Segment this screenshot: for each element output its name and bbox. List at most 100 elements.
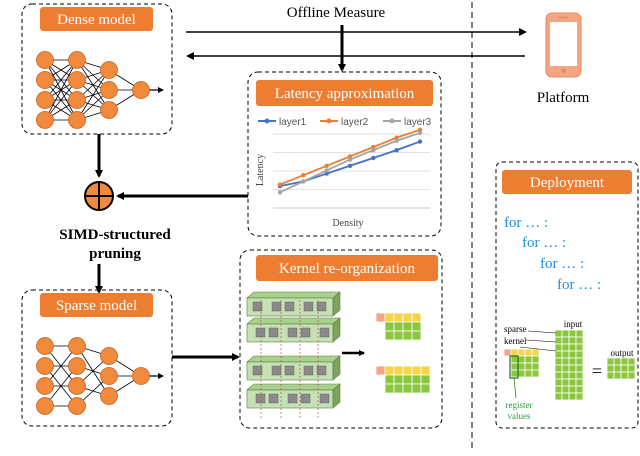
series-point: [417, 130, 423, 136]
network-node: [100, 347, 118, 365]
reorganized-grids: [375, 312, 431, 394]
series-point: [324, 168, 329, 173]
network-node: [36, 91, 54, 109]
network-node: [68, 357, 86, 375]
dense-network-graph: [36, 51, 164, 129]
series-point: [324, 163, 329, 168]
kernel-weight: [287, 393, 298, 404]
series-point: [394, 138, 399, 143]
network-node: [36, 71, 54, 89]
kernel-weight: [284, 301, 295, 312]
register-label-line2: values: [508, 411, 531, 421]
latency-title: Latency approximation: [275, 86, 415, 102]
series-point: [371, 147, 376, 153]
kernel-block: [246, 355, 341, 381]
output-matrix: [606, 357, 636, 380]
kernel-weight: [303, 365, 314, 376]
kernel-weight: [300, 393, 311, 404]
sparse-kernel-marker: [503, 348, 512, 357]
kernel-block: [246, 383, 341, 409]
network-node: [36, 337, 54, 355]
network-node: [68, 111, 86, 129]
kernel-weight: [319, 327, 330, 338]
code-line-3: for … :: [540, 256, 584, 272]
network-node: [36, 357, 54, 375]
chart-x-axis-label: Density: [332, 218, 363, 229]
network-node: [132, 367, 150, 385]
kernel-block: [246, 291, 341, 317]
code-line-2: for … :: [522, 235, 566, 251]
register-diagram: input sparse kernel output = register va…: [503, 319, 636, 421]
network-node: [68, 51, 86, 69]
kernel-weight: [271, 301, 282, 312]
network-node: [68, 337, 86, 355]
sparse-model-title: Sparse model: [56, 298, 137, 314]
offline-measure-label: Offline Measure: [287, 5, 386, 21]
connector-line: [527, 330, 557, 334]
network-node: [132, 81, 150, 99]
legend-label: layer3: [404, 117, 432, 128]
series-point: [417, 139, 423, 144]
legend-label: layer1: [279, 117, 307, 128]
sparse-model-header: [40, 293, 153, 317]
platform-label: Platform: [537, 90, 590, 106]
kernel-weight: [252, 365, 263, 376]
input-label: input: [564, 319, 583, 329]
chart-series: [277, 127, 423, 195]
kernel-weight: [300, 327, 311, 338]
kernel-label: kernel: [504, 336, 527, 346]
series-point: [417, 127, 423, 133]
kernel-weight: [255, 393, 266, 404]
series-point: [324, 171, 329, 176]
network-node: [100, 101, 118, 119]
legend-marker: [389, 118, 395, 124]
latency-header: [256, 80, 433, 106]
chart-grid: [273, 133, 430, 209]
reorg-grid-marker-2: [375, 365, 386, 376]
sparse-kernel-grid: [510, 355, 540, 378]
dense-model-panel: [21, 3, 173, 135]
dense-model-header: [40, 7, 153, 31]
legend-marker: [326, 118, 332, 124]
deployment-header: [502, 170, 632, 194]
series-point: [347, 154, 353, 159]
output-label: output: [610, 348, 634, 358]
kernel-weight: [319, 393, 330, 404]
circled-plus-icon: [84, 181, 114, 211]
simd-pruning-label-line2: pruning: [89, 246, 141, 262]
kernel-weight: [255, 327, 266, 338]
kernel-weight: [284, 365, 295, 376]
series-point: [277, 190, 283, 195]
code-line-4: for … :: [557, 277, 601, 293]
series-point: [277, 182, 283, 187]
sparse-network-graph: [36, 337, 164, 415]
network-node: [36, 51, 54, 69]
kernel-weight: [268, 393, 279, 404]
network-node: [68, 397, 86, 415]
network-node: [68, 377, 86, 395]
network-node: [100, 61, 118, 79]
deployment-title: Deployment: [530, 175, 605, 191]
series-point: [347, 157, 353, 162]
network-node: [36, 397, 54, 415]
kernel-block: [246, 317, 341, 343]
network-node: [68, 71, 86, 89]
kernel-weight: [316, 301, 327, 312]
kernel-weight: [252, 301, 263, 312]
simd-pruning-label-line1: SIMD-structured: [59, 227, 171, 243]
series-point: [371, 144, 376, 150]
kernel-weight: [303, 301, 314, 312]
kernel-blocks: [246, 291, 341, 418]
reorg-grid-1: [384, 312, 422, 341]
kernel-panel: [239, 249, 443, 429]
series-point: [301, 172, 306, 178]
chart-y-axis-label: Latency: [255, 154, 266, 186]
kernel-weight: [271, 365, 282, 376]
network-node: [68, 91, 86, 109]
legend-marker: [264, 118, 270, 124]
connector-line: [525, 339, 557, 343]
sparse-kernel-row: [510, 348, 540, 357]
connector-line: [519, 346, 557, 352]
